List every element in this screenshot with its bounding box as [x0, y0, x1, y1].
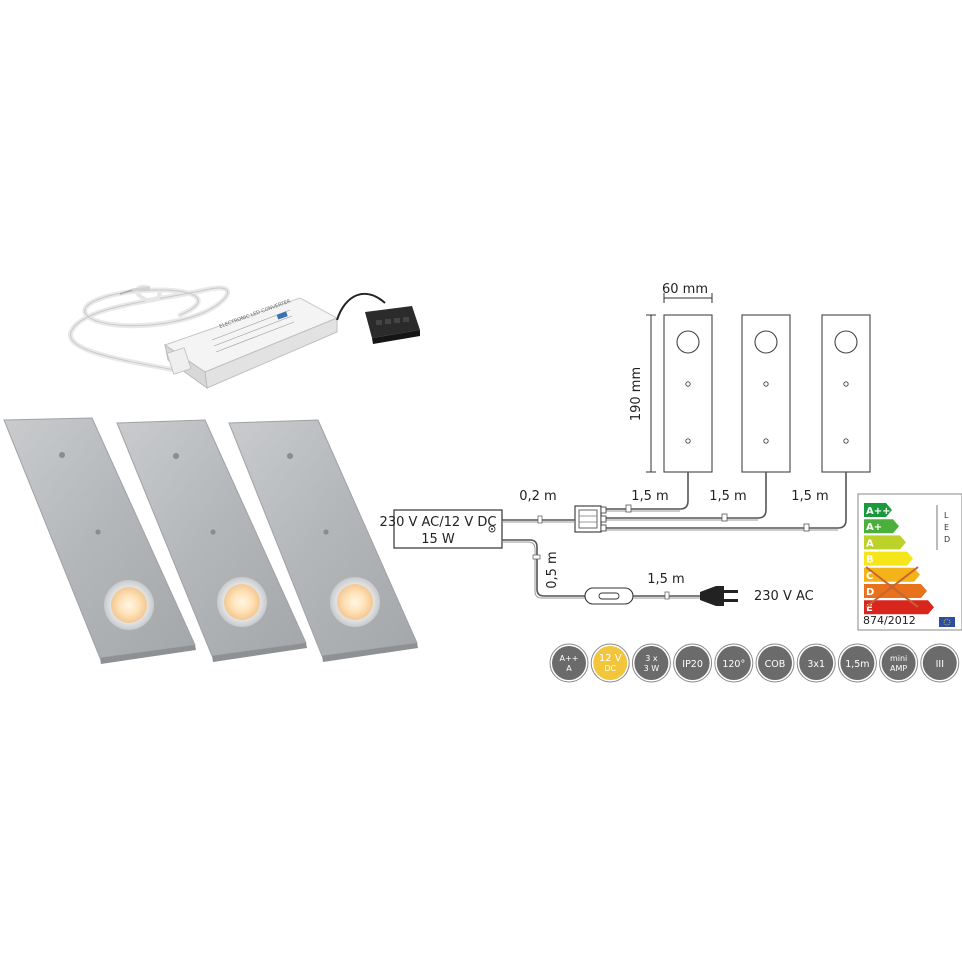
voltage-icon: 12 VDC — [590, 643, 630, 683]
energy-class-bar: B — [864, 551, 913, 566]
badge-text: 3x1 — [807, 659, 825, 670]
cable-length-panel-2: 1,5 m — [709, 489, 746, 504]
badge-text: III — [936, 659, 944, 670]
led-circle-icon — [754, 330, 778, 354]
wire-to-panel-1 — [606, 472, 689, 510]
beam-angle-icon: 120° — [714, 643, 754, 683]
mains-voltage-label: 230 V AC — [754, 589, 814, 604]
badge-text: 120° — [722, 659, 745, 670]
badge-text: 1,5m — [845, 659, 869, 670]
cable-length-panel-1: 1,5 m — [631, 489, 668, 504]
screw-icon — [95, 529, 101, 535]
energy-regulation-text: 874/2012 — [863, 614, 916, 627]
wire-driver-to-switch — [502, 539, 588, 597]
badge-text: A — [566, 664, 572, 673]
cable-length-driver-switch: 0,5 m — [545, 551, 560, 588]
panel-light-2 — [116, 419, 307, 662]
wire-to-panel-3 — [606, 472, 847, 529]
led-count-icon: 3x1 — [796, 643, 836, 683]
cable-length-driver-hub: 0,2 m — [519, 489, 556, 504]
energy-class-label: A+ — [866, 522, 882, 533]
badge-text: 3 W — [644, 664, 660, 673]
energy-class-label: C — [866, 571, 873, 582]
energy-class-bar: E — [864, 600, 934, 615]
energy-side-letter: D — [944, 535, 950, 544]
energy-class-bar: A — [864, 535, 906, 550]
badge-text: DC — [604, 664, 616, 673]
energy-class-label: A — [866, 538, 874, 549]
energy-side-letter: E — [944, 523, 949, 532]
distributor-hub-symbol — [574, 505, 607, 533]
badge-text: AMP — [890, 664, 907, 673]
badge-text: A++ — [560, 654, 579, 663]
wiring-diagram: 60 mm 190 mm — [380, 282, 871, 606]
cob-chip-icon: COB — [755, 643, 795, 683]
energy-class-bar: A++ — [864, 503, 892, 517]
panel-outline-3 — [821, 314, 871, 473]
distributor-hub — [365, 306, 420, 344]
energy-class-label: B — [866, 555, 874, 566]
screw-icon — [323, 529, 329, 535]
width-label: 60 mm — [662, 282, 708, 297]
euro-plug-icon — [700, 586, 738, 606]
panel-light-3 — [228, 419, 418, 662]
inline-switch-symbol — [584, 587, 634, 605]
driver-power-label: 15 W — [421, 532, 455, 547]
power-cable-coil — [68, 284, 230, 373]
protection-class-icon: III — [920, 643, 960, 683]
led-circle-icon — [834, 330, 858, 354]
led-circle-icon — [676, 330, 700, 354]
cable-length-panel-3: 1,5 m — [791, 489, 828, 504]
eu-flag-icon — [939, 617, 955, 627]
screw-icon — [173, 453, 179, 459]
energy-class-label: D — [866, 587, 874, 598]
cable-length-icon: 1,5m — [837, 643, 877, 683]
height-label: 190 mm — [629, 367, 644, 421]
cable-length-switch-plug: 1,5 m — [647, 572, 684, 587]
panel-outline-1 — [663, 314, 713, 473]
badge-text: IP20 — [682, 659, 703, 670]
power-icon: 3 x3 W — [631, 643, 671, 683]
driver-box: 230 V AC/12 V DC 15 W — [380, 509, 503, 549]
energy-class-label: A++ — [866, 506, 891, 517]
badge-text: mini — [890, 654, 907, 663]
panel-outline-2 — [741, 314, 791, 473]
screw-icon — [287, 453, 293, 459]
wire-to-panel-2 — [606, 472, 767, 519]
badge-text: 3 x — [645, 654, 658, 663]
product-photo: ELECTRONIC LED CONVERTER — [3, 284, 420, 664]
badge-text: COB — [765, 659, 786, 670]
distributor-cable — [336, 292, 386, 321]
energy-class-label: E — [866, 603, 873, 614]
energy-class-bar: C — [864, 567, 920, 582]
led-driver-unit: ELECTRONIC LED CONVERTER — [163, 297, 339, 390]
energy-side-letter: L — [944, 511, 949, 520]
energy-class-bar: D — [864, 584, 927, 598]
screw-icon — [210, 529, 216, 535]
ip-rating-icon: IP20 — [673, 643, 713, 683]
energy-class-icon: A++A — [549, 643, 589, 683]
driver-voltage-label: 230 V AC/12 V DC — [380, 515, 497, 530]
energy-class-bar: A+ — [864, 519, 899, 534]
panel-light-1 — [3, 417, 196, 664]
screw-icon — [59, 452, 65, 458]
badge-text: 12 V — [599, 653, 622, 664]
